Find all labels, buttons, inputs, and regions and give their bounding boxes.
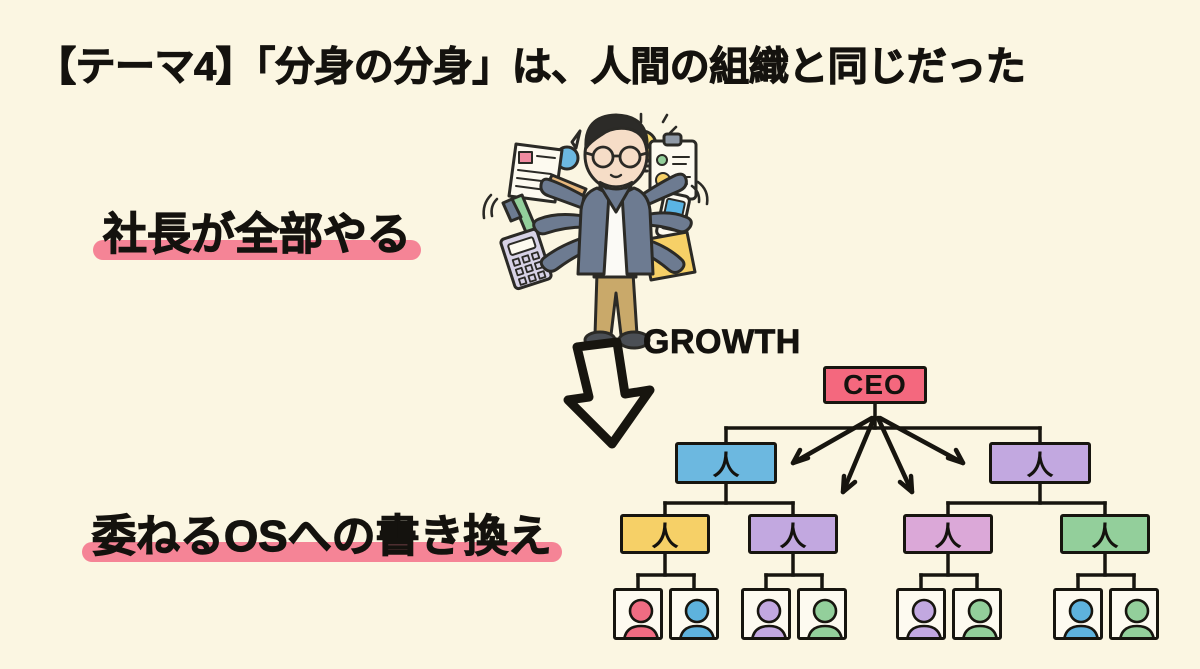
org-leaf-3[interactable] bbox=[797, 588, 847, 640]
org-node-l1-0-label: 人 bbox=[712, 450, 740, 481]
org-node-l2-0-label: 人 bbox=[651, 521, 679, 552]
businessman-neck bbox=[604, 168, 628, 190]
glasses-icon bbox=[584, 145, 649, 169]
phrase-president-does-everything: 社長が全部やる bbox=[93, 198, 421, 262]
person-avatar-icon bbox=[1063, 598, 1099, 637]
person-avatar-icon bbox=[906, 598, 942, 637]
org-leaf-1[interactable] bbox=[669, 588, 719, 640]
org-leaf-7[interactable] bbox=[1109, 588, 1159, 640]
calculator-icon bbox=[499, 227, 553, 291]
org-node-ceo[interactable]: CEO bbox=[823, 366, 927, 404]
yellow-folder-icon bbox=[641, 230, 697, 282]
person-avatar-icon bbox=[679, 598, 715, 637]
businessman-arms bbox=[532, 172, 693, 274]
pink-marker-bar-bottom bbox=[82, 542, 562, 562]
phrase-top-label: 社長が全部やる bbox=[102, 209, 411, 259]
org-node-l2-2-label: 人 bbox=[934, 521, 962, 552]
smartphone-icon bbox=[655, 180, 709, 241]
down-arrow-outline-icon bbox=[563, 337, 655, 449]
person-avatar-icon bbox=[962, 598, 998, 637]
org-node-l2-1-label: 人 bbox=[779, 521, 807, 552]
ceo-delegation-arrows bbox=[790, 415, 966, 495]
org-node-l1-1-label: 人 bbox=[1026, 450, 1054, 481]
businessman-hair bbox=[584, 113, 649, 150]
growth-label: GROWTH bbox=[643, 323, 801, 362]
org-node-l2-2[interactable]: 人 bbox=[903, 514, 993, 554]
phrase-bottom-label: 委ねるOSへの書き換え bbox=[91, 511, 552, 561]
pen-icon-right-hand bbox=[546, 173, 588, 200]
person-avatar-icon bbox=[751, 598, 787, 637]
org-node-l1-0[interactable]: 人 bbox=[675, 442, 777, 484]
org-node-l2-1[interactable]: 人 bbox=[748, 514, 838, 554]
person-avatar-icon bbox=[807, 598, 843, 637]
org-leaf-0[interactable] bbox=[613, 588, 663, 640]
pen-icon-left-hand bbox=[482, 193, 540, 239]
org-node-l2-0[interactable]: 人 bbox=[620, 514, 710, 554]
document-paper-icon bbox=[507, 142, 564, 204]
org-leaf-4[interactable] bbox=[896, 588, 946, 640]
page-title: 【テーマ4】「分身の分身」は、人間の組織と同じだった bbox=[35, 44, 1026, 89]
businessman-pants bbox=[593, 271, 639, 337]
lightbulb-icon bbox=[606, 112, 678, 173]
org-node-l2-3[interactable]: 人 bbox=[1060, 514, 1150, 554]
org-leaf-5[interactable] bbox=[952, 588, 1002, 640]
org-node-ceo-label: CEO bbox=[843, 369, 907, 400]
clipboard-icon bbox=[648, 132, 698, 201]
person-avatar-icon bbox=[623, 598, 659, 637]
businessman-shirt bbox=[592, 183, 638, 279]
speech-bubble-icon bbox=[554, 129, 582, 171]
businessman-jacket-right bbox=[620, 186, 655, 276]
phrase-delegating-os-rewrite: 委ねるOSへの書き換え bbox=[82, 500, 562, 564]
person-avatar-icon bbox=[1119, 598, 1155, 637]
pink-marker-bar-top bbox=[93, 240, 421, 260]
shoe-left-icon bbox=[583, 330, 617, 350]
org-leaf-2[interactable] bbox=[741, 588, 791, 640]
org-leaf-6[interactable] bbox=[1053, 588, 1103, 640]
businessman-jacket-left bbox=[576, 186, 611, 276]
org-node-l2-3-label: 人 bbox=[1091, 521, 1119, 552]
businessman-head bbox=[583, 119, 649, 191]
org-node-l1-1[interactable]: 人 bbox=[989, 442, 1091, 484]
